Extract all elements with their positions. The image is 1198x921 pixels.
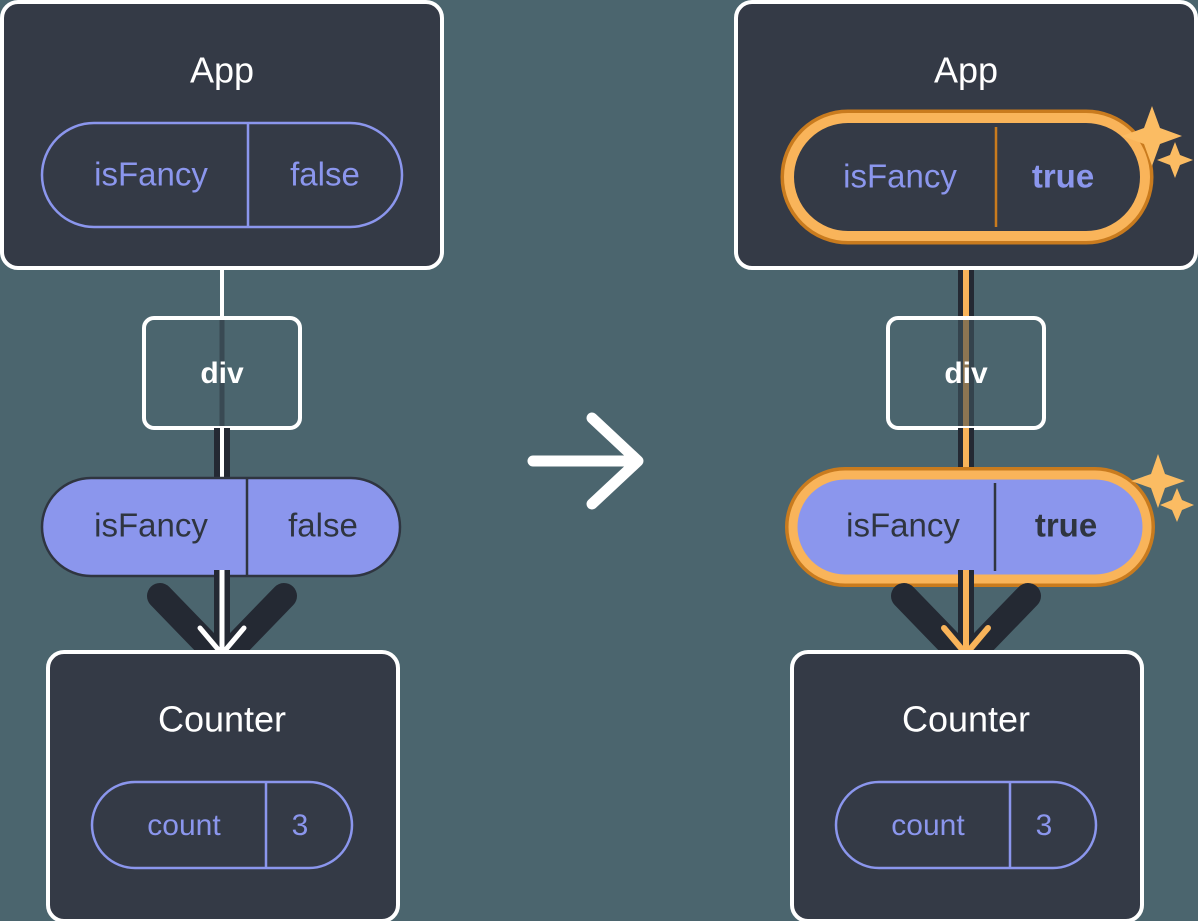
app-state-pill-before: isFancy false (40, 121, 404, 229)
counter-state-name-before: count (147, 809, 221, 842)
app-node-before: App isFancy false (0, 0, 444, 270)
app-state-value-before: false (290, 156, 360, 193)
app-node-title-after: App (934, 50, 998, 91)
app-state-name-after: isFancy (843, 158, 957, 195)
div-node-title-before: div (200, 357, 244, 390)
counter-node-after: Counter count 3 (790, 650, 1144, 921)
counter-node-box-after (790, 650, 1144, 921)
counter-state-pill-outline-after (834, 780, 1098, 870)
counter-state-pill-after: count 3 (834, 780, 1098, 870)
arrow-right-icon (527, 412, 644, 510)
div-node-after: div (886, 316, 1046, 430)
sparkle-large-icon-prop-after (1131, 454, 1185, 508)
prop-pill-before: isFancy false (40, 476, 402, 578)
counter-node-box-before (46, 650, 400, 921)
edge-prop-to-counter-before (147, 570, 297, 673)
sparkle-icon-prop-after (1131, 454, 1194, 522)
app-state-pill-outline-before (40, 121, 404, 229)
app-state-pill-after: isFancy true (780, 109, 1154, 245)
app-state-value-after: true (1032, 158, 1094, 195)
counter-state-pill-before: count 3 (90, 780, 354, 870)
prop-pill-name-before: isFancy (94, 507, 208, 544)
div-node-title-after: div (944, 357, 988, 390)
prop-pill-name-after: isFancy (846, 507, 960, 544)
counter-node-title-after: Counter (902, 699, 1030, 740)
counter-node-before: Counter count 3 (46, 650, 400, 921)
app-node-after: App isFancy true (734, 0, 1198, 270)
sparkle-large-icon-app-after (1122, 106, 1182, 166)
counter-state-value-before: 3 (292, 809, 309, 842)
app-node-title-before: App (190, 50, 254, 91)
sparkle-small-icon-app-after (1157, 142, 1193, 178)
prop-pill-value-before: false (288, 507, 358, 544)
prop-pill-value-after: true (1035, 507, 1097, 544)
app-state-name-before: isFancy (94, 156, 208, 193)
sparkle-small-icon-prop-after (1160, 488, 1194, 522)
app-node-box-before (0, 0, 444, 270)
app-state-pill-highlight-inner-after (784, 113, 1150, 241)
sparkle-icon-app-after (1122, 106, 1193, 178)
counter-node-title-before: Counter (158, 699, 286, 740)
prop-pill-after: isFancy true (785, 467, 1155, 587)
counter-state-pill-outline-before (90, 780, 354, 870)
counter-state-name-after: count (891, 809, 965, 842)
counter-state-value-after: 3 (1036, 809, 1053, 842)
